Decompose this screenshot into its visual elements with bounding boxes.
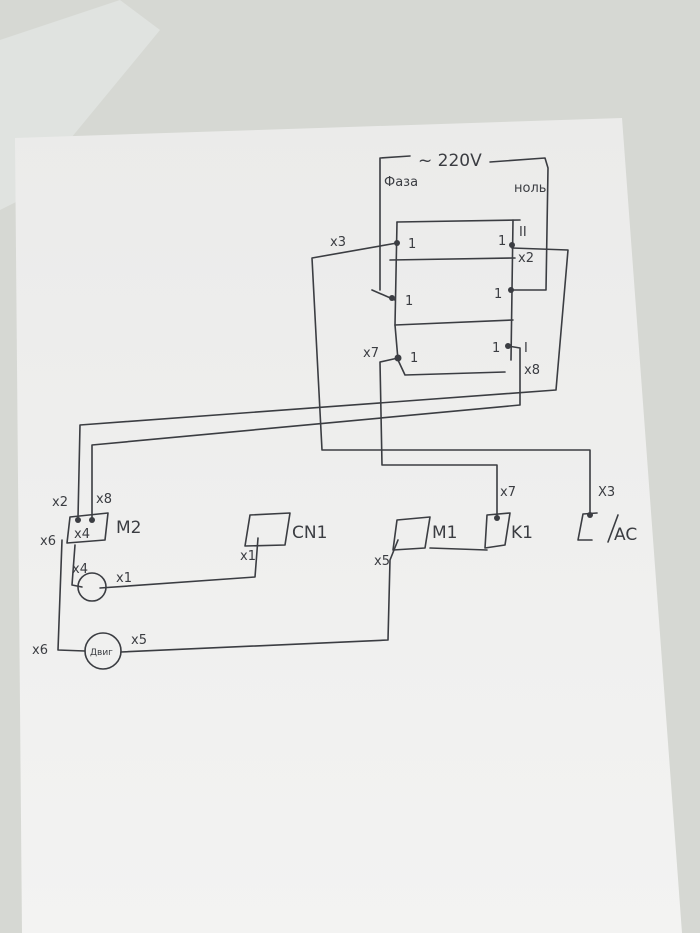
position-2-label: II [519, 225, 527, 240]
voltage-label: ~ 220V [418, 151, 482, 171]
terminal-x6: x6 [40, 534, 56, 549]
switch-contact-label: 1 [410, 351, 418, 366]
cn1-label: CN1 [292, 523, 327, 543]
switch-contact-label: 1 [494, 287, 502, 302]
ac-label: AC [614, 525, 637, 545]
terminal-x6-bottom: x6 [32, 643, 48, 658]
terminal-x4: x4 [72, 562, 88, 577]
terminal-x5-m1: x5 [374, 554, 390, 569]
m1-label: M1 [432, 523, 457, 543]
wires [57, 155, 619, 670]
m2-box [66, 512, 109, 544]
terminal-x5-motor: x5 [131, 633, 147, 648]
m1-box [392, 516, 431, 551]
connection-dots [75, 240, 593, 523]
position-1-label: I [524, 341, 528, 356]
terminal-x8-top: x8 [524, 363, 540, 378]
switch-contact-label: 1 [492, 341, 500, 356]
k1-label: K1 [511, 523, 533, 543]
terminal-x8: x8 [96, 492, 112, 507]
cn1-box [244, 512, 291, 547]
terminal-x2: x2 [52, 495, 68, 510]
terminal-x2-top: x2 [518, 251, 534, 266]
terminal-x3-top: x3 [330, 235, 346, 250]
m2-label: M2 [116, 518, 141, 538]
terminal-x3: X3 [598, 485, 615, 500]
k1-box [484, 512, 511, 549]
terminal-x7: x7 [500, 485, 516, 500]
terminal-x1-cn1: x1 [240, 549, 256, 564]
switch-contact-label: 1 [498, 234, 506, 249]
terminal-x4-m2: x4 [74, 527, 90, 542]
switch-contact-label: 1 [408, 237, 416, 252]
paper-sheet [15, 118, 682, 933]
phase-label: Фаза [384, 175, 418, 190]
terminal-x1-capacitor: x1 [116, 571, 132, 586]
motor-label: Двиг [90, 648, 113, 658]
switch-contact-label: 1 [405, 294, 413, 309]
neutral-label: ноль [514, 181, 546, 196]
terminal-x7-top: x7 [363, 346, 379, 361]
